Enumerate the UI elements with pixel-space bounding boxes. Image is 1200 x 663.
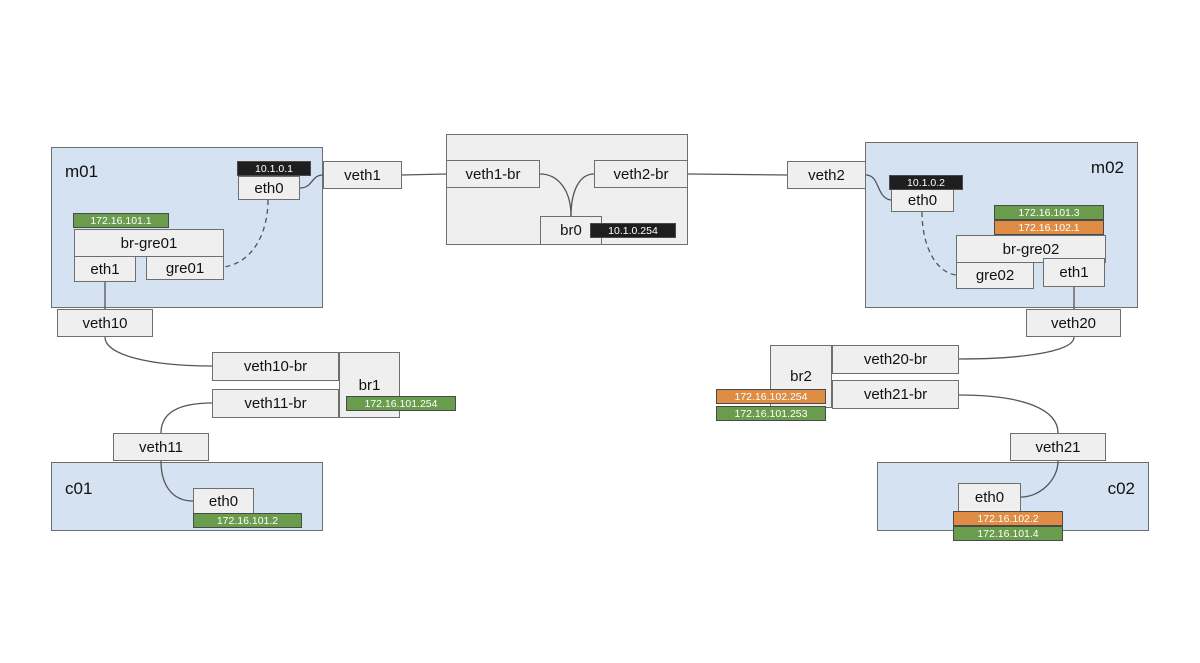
iface-m02-eth1: eth1 <box>1043 258 1105 287</box>
iface-veth2: veth2 <box>787 161 866 189</box>
iface-veth11-br: veth11-br <box>212 389 339 418</box>
host-m02-label: m02 <box>1090 158 1124 177</box>
iface-c01-eth0: eth0 <box>193 488 254 514</box>
ip-c02-eth0-b: 172.16.101.4 <box>953 526 1063 541</box>
host-c02-label: c02 <box>1107 479 1135 498</box>
iface-m01-eth1: eth1 <box>74 256 136 282</box>
iface-m02-eth0: eth0 <box>891 189 954 212</box>
iface-m01-br-gre01: br-gre01 <box>74 229 224 257</box>
iface-m01-gre01: gre01 <box>146 256 224 280</box>
iface-veth21-br: veth21-br <box>832 380 959 409</box>
link-veth21br-veth21 <box>958 394 1059 434</box>
link-veth2br-veth2 <box>687 173 788 176</box>
link-veth10-veth10br <box>104 336 213 367</box>
iface-veth2-br: veth2-br <box>594 160 688 188</box>
iface-veth10: veth10 <box>57 309 153 337</box>
ip-m01-eth0: 10.1.0.1 <box>237 161 311 176</box>
iface-veth10-br: veth10-br <box>212 352 339 381</box>
iface-veth1-br: veth1-br <box>446 160 540 188</box>
ip-br2-a: 172.16.102.254 <box>716 389 826 404</box>
iface-m02-gre02: gre02 <box>956 262 1034 289</box>
host-c01-label: c01 <box>65 479 93 498</box>
iface-m01-eth0: eth0 <box>238 176 300 200</box>
iface-veth1: veth1 <box>323 161 402 189</box>
ip-m02-br-gre02-a: 172.16.101.3 <box>994 205 1104 220</box>
ip-c01-eth0: 172.16.101.2 <box>193 513 302 528</box>
ip-br2-b: 172.16.101.253 <box>716 406 826 421</box>
iface-veth21: veth21 <box>1010 433 1106 461</box>
link-veth1-veth1br <box>401 173 447 176</box>
ip-m01-br-gre01: 172.16.101.1 <box>73 213 169 228</box>
iface-c02-eth0: eth0 <box>958 483 1021 512</box>
iface-veth20-br: veth20-br <box>832 345 959 374</box>
ip-m02-br-gre02-b: 172.16.102.1 <box>994 220 1104 235</box>
ip-c02-eth0-a: 172.16.102.2 <box>953 511 1063 526</box>
ip-br0: 10.1.0.254 <box>590 223 676 238</box>
iface-veth20: veth20 <box>1026 309 1121 337</box>
iface-veth11: veth11 <box>113 433 209 461</box>
ip-br1: 172.16.101.254 <box>346 396 456 411</box>
host-m01-label: m01 <box>65 162 99 181</box>
ip-m02-eth0: 10.1.0.2 <box>889 175 963 190</box>
link-veth20-veth20br <box>958 336 1075 360</box>
link-veth11br-veth11 <box>160 402 213 434</box>
